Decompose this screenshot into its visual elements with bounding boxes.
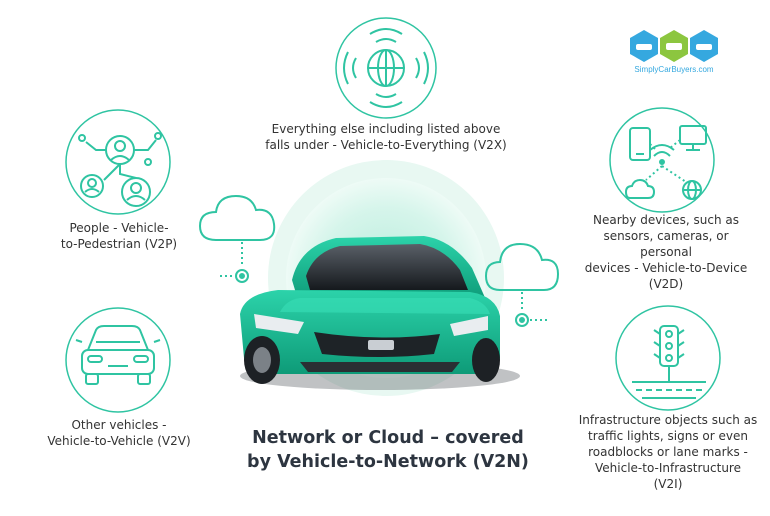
v2v-label-line: Other vehicles - xyxy=(71,418,167,432)
v2d-label: Nearby devices, such as sensors, cameras… xyxy=(576,212,756,292)
logo-hexagons-icon xyxy=(630,30,718,62)
cloud-icon xyxy=(484,242,560,327)
v2v-label-line: Vehicle-to-Vehicle (V2V) xyxy=(47,434,191,448)
v2v-label: Other vehicles - Vehicle-to-Vehicle (V2V… xyxy=(34,417,204,449)
v2i-label-line: (V2I) xyxy=(653,477,683,491)
v2n-headline-line: by Vehicle-to-Network (V2N) xyxy=(247,452,529,472)
devices-network-icon xyxy=(609,107,715,213)
v2p-label-line: People - Vehicle- xyxy=(69,221,169,235)
v2i-label: Infrastructure objects such as traffic l… xyxy=(568,412,768,492)
v2n-headline-line: Network or Cloud – covered xyxy=(252,428,524,448)
v2i-label-line: Infrastructure objects such as xyxy=(578,413,758,427)
v2d-label-line: Nearby devices, such as xyxy=(593,213,739,227)
v2x-label: Everything else including listed above f… xyxy=(246,121,526,153)
v2d-label-line: devices - Vehicle-to-Device xyxy=(584,261,748,275)
people-network-icon xyxy=(65,109,171,215)
v2i-label-line: roadblocks or lane marks - xyxy=(588,445,748,459)
v2i-label-line: Vehicle-to-Infrastructure xyxy=(595,461,741,475)
v2x-label-line: falls under - Vehicle-to-Everything (V2X… xyxy=(265,138,507,152)
v2p-label-line: to-Pedestrian (V2P) xyxy=(60,237,178,251)
cloud-icon xyxy=(198,194,276,283)
v2n-headline: Network or Cloud – covered by Vehicle-to… xyxy=(228,426,548,474)
logo-text: SimplyCarBuyers.com xyxy=(634,65,714,74)
car-front-icon xyxy=(65,307,171,413)
globe-signal-icon xyxy=(335,17,437,119)
v2i-label-line: traffic lights, signs or even xyxy=(588,429,748,443)
car-illustration xyxy=(240,236,520,390)
v2x-label-line: Everything else including listed above xyxy=(271,122,501,136)
v2d-label-line: sensors, cameras, or personal xyxy=(603,229,729,259)
v2d-label-line: (V2D) xyxy=(648,277,684,291)
traffic-light-icon xyxy=(615,305,721,411)
brand-logo: SimplyCarBuyers.com xyxy=(626,28,722,80)
v2p-label: People - Vehicle- to-Pedestrian (V2P) xyxy=(44,220,194,252)
